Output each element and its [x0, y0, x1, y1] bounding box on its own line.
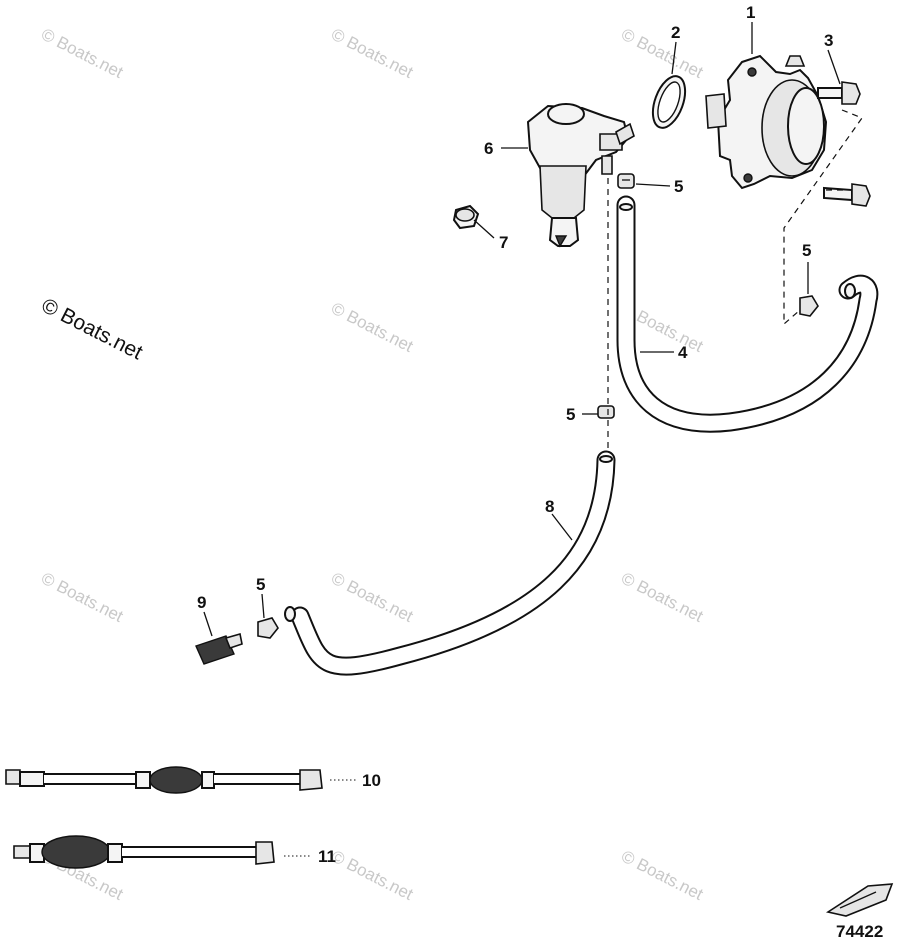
part-3-screw[interactable]: [817, 81, 861, 105]
watermark: © Boats.net: [38, 569, 126, 626]
part-5-clamp-4[interactable]: [257, 617, 279, 639]
callout-4: 4: [678, 343, 688, 362]
part-6-fuel-filter[interactable]: [526, 103, 635, 248]
callout-11: 11: [318, 847, 336, 866]
watermark: © Boats.net: [618, 569, 706, 626]
callout-5: 5: [566, 405, 575, 424]
callout-5: 5: [674, 177, 683, 196]
part-9-fitting[interactable]: [195, 632, 243, 665]
part-1-fuel-pump[interactable]: [705, 54, 828, 190]
part-5-clamp-3[interactable]: [597, 405, 615, 419]
part-8-hose[interactable]: [284, 450, 616, 676]
part-7-plug[interactable]: [452, 204, 480, 230]
figure-number: 74422: [836, 922, 883, 941]
part-5-clamp[interactable]: [617, 173, 635, 189]
callout-1: 1: [746, 3, 755, 22]
watermark: © Boats.net: [38, 25, 126, 82]
callout-5: 5: [802, 241, 811, 260]
leader-lines: [203, 22, 863, 857]
part-3-screw-lower[interactable]: [823, 183, 871, 207]
watermark-large: © Boats.net: [38, 294, 147, 365]
watermark: © Boats.net: [328, 25, 416, 82]
callouts: 1 2 3 6 5 7 5 4 5 8 9 5 10 11: [197, 3, 833, 866]
part-5-clamp-2[interactable]: [799, 295, 819, 317]
callout-7: 7: [499, 233, 508, 252]
callout-9: 9: [197, 593, 206, 612]
boat-icon: [825, 883, 894, 917]
watermark: © Boats.net: [618, 25, 706, 82]
callout-3: 3: [824, 31, 833, 50]
callout-5: 5: [256, 575, 265, 594]
watermark: © Boats.net: [328, 847, 416, 904]
watermark: © Boats.net: [328, 569, 416, 626]
callout-6: 6: [484, 139, 493, 158]
part-2-o-ring[interactable]: [647, 72, 692, 132]
watermark: © Boats.net: [618, 847, 706, 904]
watermark: © Boats.net: [328, 299, 416, 356]
callout-2: 2: [671, 23, 680, 42]
callout-8: 8: [545, 497, 554, 516]
part-11-fuel-line-with-primer[interactable]: [13, 835, 275, 869]
part-4-hose[interactable]: [616, 195, 879, 433]
callout-10: 10: [362, 771, 381, 790]
part-10-fuel-line-with-primer[interactable]: [5, 766, 323, 794]
